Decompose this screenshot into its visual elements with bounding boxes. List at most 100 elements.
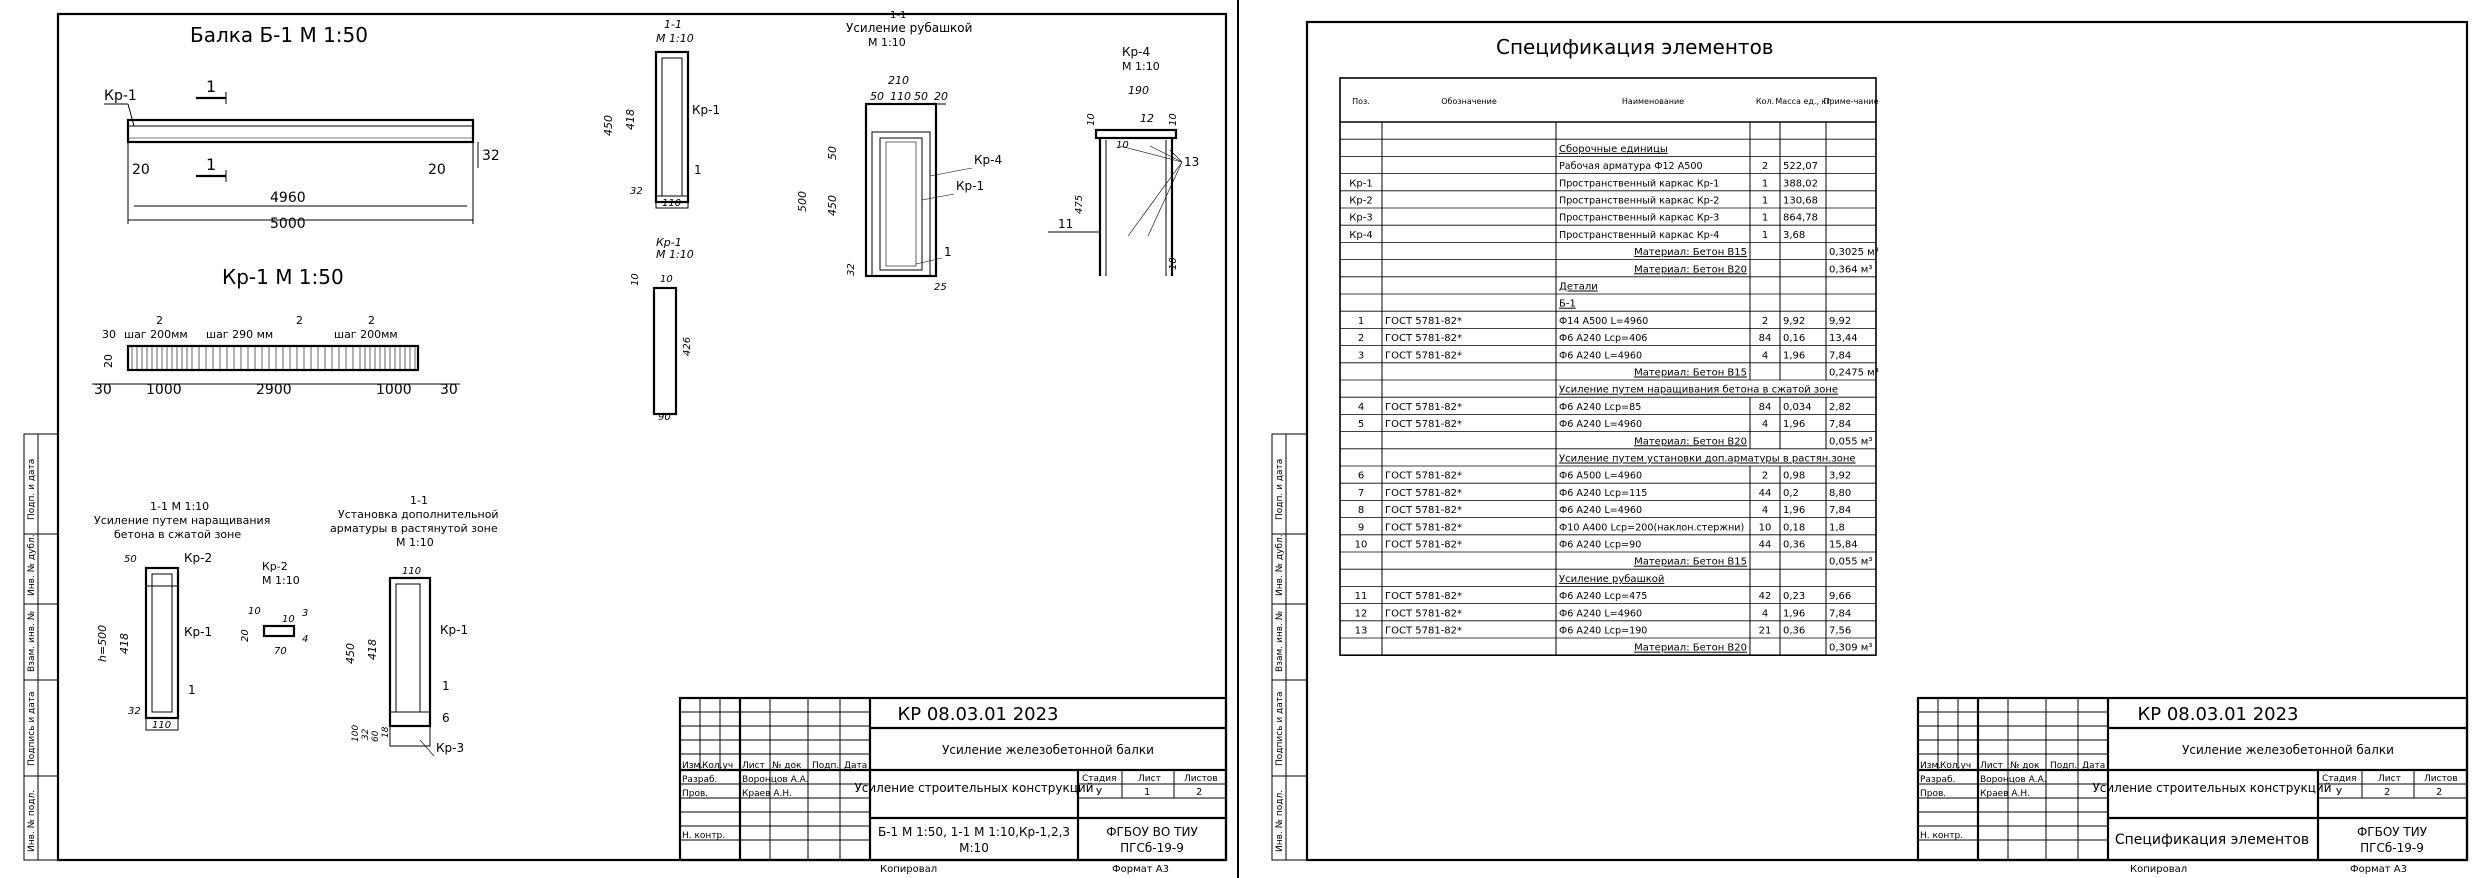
jacket-title-top: 1-1 [890,10,906,21]
spec-mass: 1,96 [1783,505,1805,516]
side-label: Взам. инв. № [27,611,37,672]
side-label: Взам. инв. № [1275,611,1285,672]
stamp2-list: Лист [1980,761,2003,771]
spec-mass: 864,78 [1783,213,1818,224]
spec-mass: 522,07 [1783,161,1818,172]
spec-name: Пространственный каркас Кр-3 [1559,213,1719,224]
stamp2-prov-name: Краев А.Н. [1980,789,2030,799]
spec-heading: Усиление путем установки доп.арматуры в … [1559,454,1856,465]
kr4-w190: 190 [1128,84,1149,97]
stamp1-nkontr: Н. контр. [682,831,725,841]
stamp1-list: Лист [742,761,765,771]
sec11-kr: Кр-1 [692,103,720,117]
stamp1-razrab-name: Воронцов А.А. [742,775,809,785]
spec-material: Материал: Бетон В20 [1634,643,1747,654]
kr1-elevation-view: Кр-1 М 1:50 2 2 2 шаг 200мм шаг 290 мм ш… [92,265,460,398]
stamp2-title: Усиление железобетонной балки [2182,743,2394,757]
spec-designation: ГОСТ 5781-82* [1385,316,1462,327]
stamp1-sheets-h: Листов [1184,774,1218,784]
stamp1-ndoc: № док [772,761,802,771]
sec11-scale: М 1:10 [656,32,694,45]
sheet-1-frame [56,12,1228,862]
spec-name: Ф6 А500 L=4960 [1559,471,1642,482]
kr1-mid-count: 2 [296,314,303,327]
spec-qty: 2 [1762,316,1768,327]
stamp2-sheets: 2 [2436,787,2442,798]
jacket-w25: 25 [934,282,947,293]
spec-material-volume: 0,309 м³ [1829,643,1872,654]
spec-designation: ГОСТ 5781-82* [1385,350,1462,361]
spec-qty: 1 [1762,230,1768,241]
spec-mass: 0,2 [1783,488,1799,499]
stamp1-razrab: Разраб. [682,775,717,785]
kr1-right-step: шаг 200мм [334,328,398,341]
extra-h450: 450 [344,643,357,664]
build-w50: 50 [124,554,137,565]
spec-note: 8,80 [1829,488,1851,499]
stamp1-date: Дата [844,761,867,771]
stamp1-sheet-h: Лист [1138,774,1161,784]
jacket-w50b: 50 [914,90,928,103]
spec-qty: 2 [1762,471,1768,482]
spec-mass: 0,16 [1783,333,1805,344]
side-label: Подпись и дата [1275,691,1285,766]
spec-header-cell: Обозначение [1441,97,1497,106]
stamp1-sheets: 2 [1196,787,1202,798]
extra-pos6: 6 [442,711,450,725]
jacket-h450: 450 [826,195,839,216]
sheet1-footer-copy: Копировал [880,864,937,875]
spec-designation: ГОСТ 5781-82* [1385,540,1462,551]
spec-note: 9,66 [1829,591,1851,602]
beam-body [126,118,475,144]
spec-qty: 10 [1759,522,1772,533]
kr2-d4: 4 [302,634,308,645]
stamp1-kol: Кол.уч [702,761,733,771]
kr1s-height: 426 [682,337,693,356]
kr1-title: Кр-1 М 1:50 [222,265,344,289]
kr4-title: Кр-4 [1122,45,1150,59]
build-title-1: 1-1 М 1:10 [150,500,209,513]
beam-cut-mark-bottom: 1 [206,155,216,174]
jacket-h500: 500 [796,191,809,212]
kr1-seg-left: 1000 [146,382,182,398]
kr2-d10a: 10 [248,606,261,617]
stamp1-prov-name: Краев А.Н. [742,789,792,799]
spec-pos: 11 [1355,591,1368,602]
build-h500: h=500 [96,625,109,662]
spec-name: Ф6 А240 Lср=190 [1559,626,1647,637]
kr1-seg-right: 1000 [376,382,412,398]
stamp2-nkontr: Н. контр. [1920,831,1963,841]
stamp2-date: Дата [2082,761,2105,771]
kr1s-title: Кр-1 [656,236,682,249]
spec-name: Пространственный каркас Кр-4 [1559,230,1719,241]
spec-mass: 9,92 [1783,316,1805,327]
jacket-pos: 1 [944,245,952,259]
spec-qty: 4 [1762,350,1768,361]
side-label: Подп. и дата [1275,459,1285,520]
kr1-seg-mid: 2900 [256,382,292,398]
spec-qty: 1 [1762,178,1768,189]
stamp1-discipline: Усиление строительных конструкций [854,781,1093,795]
spec-header-cell: Наименование [1622,97,1684,106]
stamp2-sheet: 2 [2384,787,2390,798]
spec-material-volume: 0,3025 м³ [1829,247,1879,258]
sheet2-footer-format: Формат А3 [2350,864,2407,875]
stamp1-podp: Подп. [812,761,839,771]
build-up-section-view: 1-1 М 1:10 Усиление путем наращивания бе… [94,500,270,731]
kr1-right-count: 2 [368,314,375,327]
kr4-d12: 12 [1140,112,1154,125]
beam-title: Балка Б-1 М 1:50 [190,23,368,47]
spec-material: Материал: Бетон В15 [1634,368,1747,379]
spec-pos: 12 [1355,608,1368,619]
kr2-d20: 20 [240,629,251,642]
stamp2-discipline: Усиление строительных конструкций [2092,781,2331,795]
build-kr1: Кр-1 [184,625,212,639]
sheet-1-title-block: Изм. Кол.уч Лист № док Подп. Дата Разраб… [678,696,1228,862]
side-label: Инв. № дубл. [27,534,37,596]
stamp2-razrab: Разраб. [1920,775,1955,785]
spec-name: Рабочая арматура Ф12 А500 [1559,161,1703,172]
sheet2-footer-copy: Копировал [2130,864,2187,875]
stamp2-prov: Пров. [1920,789,1946,799]
spec-name: Ф6 А240 L=4960 [1559,505,1642,516]
